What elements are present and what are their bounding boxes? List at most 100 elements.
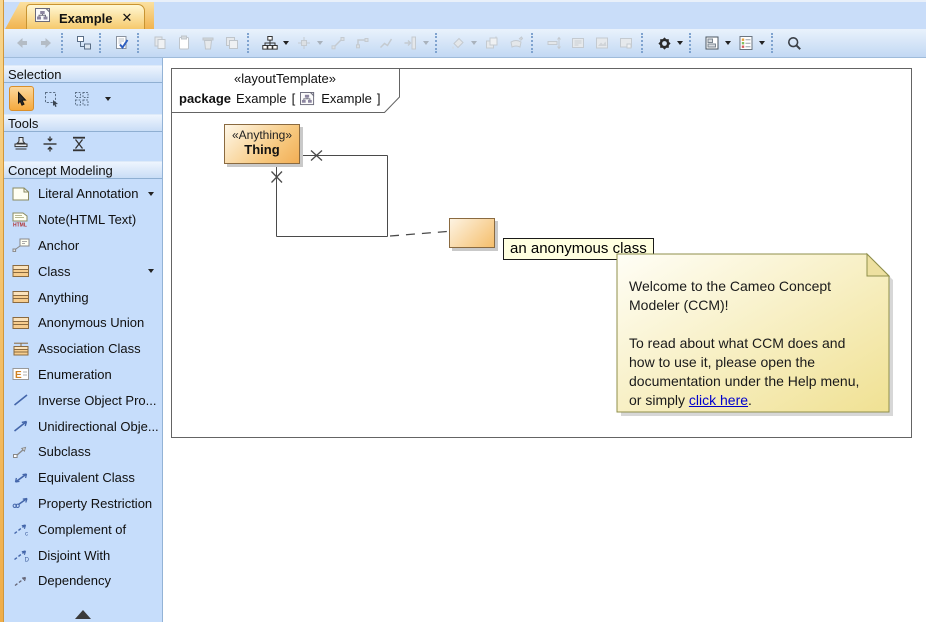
palette-item-unidirectional-object-property[interactable]: Unidirectional Obje... bbox=[4, 413, 162, 439]
anonymous-class-box[interactable] bbox=[449, 218, 495, 248]
align-dropdown[interactable] bbox=[317, 41, 323, 45]
back-button[interactable] bbox=[10, 31, 34, 55]
note-line bbox=[629, 315, 875, 334]
dependency-arrow-icon bbox=[11, 574, 31, 588]
select-in-containment-tree-button[interactable] bbox=[72, 31, 96, 55]
display-options-dropdown[interactable] bbox=[677, 41, 683, 45]
palette-item-anchor[interactable]: Anchor bbox=[4, 233, 162, 259]
class-icon bbox=[11, 290, 31, 304]
palette-item-label: Anonymous Union bbox=[38, 315, 145, 331]
class-thing[interactable]: «Anything» Thing bbox=[224, 124, 300, 164]
palette-item-label: Disjoint With bbox=[38, 547, 111, 563]
insert-image-button[interactable] bbox=[590, 31, 614, 55]
paste-button[interactable] bbox=[172, 31, 196, 55]
duplicate-button[interactable] bbox=[220, 31, 244, 55]
welcome-note[interactable]: Welcome to the Cameo Concept Modeler (CC… bbox=[629, 277, 875, 410]
section-tools[interactable]: Tools bbox=[4, 114, 162, 132]
palette-item-disjoint-with[interactable]: D Disjoint With bbox=[4, 542, 162, 568]
tab-example[interactable]: Example ✕ bbox=[26, 4, 146, 31]
fill-color-button[interactable] bbox=[446, 31, 470, 55]
align-button[interactable] bbox=[292, 31, 316, 55]
legend-dropdown[interactable] bbox=[759, 41, 765, 45]
select-cursor-button[interactable] bbox=[9, 86, 34, 111]
palette-item-label: Complement of bbox=[38, 521, 127, 537]
hierarchic-layout-button[interactable] bbox=[258, 31, 282, 55]
complement-arrow-icon: c bbox=[11, 522, 31, 536]
show-notes-button[interactable] bbox=[566, 31, 590, 55]
palette-item-label: Dependency bbox=[38, 573, 111, 589]
panels-button[interactable] bbox=[700, 31, 724, 55]
tool-palette: Selection Tools Concept Modeling bbox=[4, 58, 163, 622]
palette-item-label: Equivalent Class bbox=[38, 470, 135, 486]
display-options-gear-button[interactable] bbox=[652, 31, 676, 55]
diagram-canvas[interactable]: «layoutTemplate» package Example [ Examp… bbox=[163, 58, 926, 622]
palette-item-subclass[interactable]: Subclass bbox=[4, 439, 162, 465]
palette-item-note-html[interactable]: HTML Note(HTML Text) bbox=[4, 207, 162, 233]
palette-item-label: Note(HTML Text) bbox=[38, 212, 137, 228]
association-class-icon bbox=[11, 342, 31, 356]
diagram-frame-header[interactable]: «layoutTemplate» package Example [ Examp… bbox=[171, 69, 399, 109]
show-screen-button[interactable] bbox=[614, 31, 638, 55]
group-select-button[interactable] bbox=[69, 86, 94, 111]
zoom-search-button[interactable] bbox=[782, 31, 806, 55]
panels-dropdown[interactable] bbox=[725, 41, 731, 45]
swimlane-dropdown[interactable] bbox=[423, 41, 429, 45]
palette-item-label: Inverse Object Pro... bbox=[38, 392, 157, 408]
palette-item-dependency[interactable]: Dependency bbox=[4, 568, 162, 594]
class-dropdown[interactable] bbox=[148, 269, 154, 274]
tools-buttons-row bbox=[4, 132, 162, 161]
palette-item-complement-of[interactable]: c Complement of bbox=[4, 516, 162, 542]
palette-item-association-class[interactable]: Association Class bbox=[4, 336, 162, 362]
palette-item-enumeration[interactable]: E Enumeration bbox=[4, 362, 162, 388]
diagram-icon bbox=[300, 92, 316, 106]
center-vertically-tool-button[interactable] bbox=[41, 135, 59, 158]
palette-item-anonymous-union[interactable]: Anonymous Union bbox=[4, 310, 162, 336]
svg-text:E: E bbox=[15, 370, 22, 381]
line-icon bbox=[11, 393, 31, 407]
direct-line-button[interactable] bbox=[326, 31, 350, 55]
note-line: how to use it, please open the bbox=[629, 354, 816, 370]
palette-scroll-up-button[interactable] bbox=[4, 610, 162, 619]
distribute-vertically-tool-button[interactable] bbox=[70, 135, 88, 158]
literal-annotation-dropdown[interactable] bbox=[148, 191, 154, 196]
section-selection[interactable]: Selection bbox=[4, 65, 162, 83]
palette-item-inverse-object-property[interactable]: Inverse Object Pro... bbox=[4, 387, 162, 413]
anonymous-class-label[interactable]: an anonymous class bbox=[503, 238, 654, 260]
palette-item-class[interactable]: Class bbox=[4, 258, 162, 284]
make-same-size-button[interactable] bbox=[542, 31, 566, 55]
legend-button[interactable] bbox=[734, 31, 758, 55]
check-diagram-button[interactable] bbox=[110, 31, 134, 55]
oblique-line-button[interactable] bbox=[374, 31, 398, 55]
click-here-link[interactable]: click here bbox=[688, 392, 749, 408]
class-icon bbox=[11, 264, 31, 278]
palette-item-label: Enumeration bbox=[38, 366, 112, 382]
close-icon[interactable]: ✕ bbox=[121, 10, 133, 25]
svg-text:c: c bbox=[25, 532, 28, 537]
double-arrow-icon bbox=[11, 471, 31, 485]
concept-modeling-palette: Literal Annotation HTML Note(HTML Text) … bbox=[4, 181, 162, 594]
collapsed-panel-strip[interactable] bbox=[0, 0, 4, 622]
forward-button[interactable] bbox=[34, 31, 58, 55]
delete-button[interactable] bbox=[196, 31, 220, 55]
copy-button[interactable] bbox=[148, 31, 172, 55]
hierarchic-layout-dropdown[interactable] bbox=[283, 41, 289, 45]
stamp-tool-button[interactable] bbox=[12, 135, 30, 158]
fill-color-dropdown[interactable] bbox=[471, 41, 477, 45]
apply-style-button[interactable] bbox=[480, 31, 504, 55]
group-select-dropdown[interactable] bbox=[105, 96, 111, 101]
palette-item-property-restriction[interactable]: Property Restriction bbox=[4, 491, 162, 517]
palette-item-equivalent-class[interactable]: Equivalent Class bbox=[4, 465, 162, 491]
subclass-icon bbox=[11, 445, 31, 459]
rectilinear-line-button[interactable] bbox=[350, 31, 374, 55]
scroll-up-icon bbox=[75, 610, 91, 619]
format-painter-button[interactable] bbox=[504, 31, 528, 55]
diagram-tab-bar: Example ✕ bbox=[0, 0, 926, 31]
toolbar-separator bbox=[61, 33, 67, 53]
welcome-note-shape bbox=[616, 252, 893, 416]
palette-item-anything[interactable]: Anything bbox=[4, 284, 162, 310]
marquee-select-button[interactable] bbox=[39, 86, 64, 111]
swimlane-button[interactable] bbox=[398, 31, 422, 55]
section-concept-modeling[interactable]: Concept Modeling bbox=[4, 161, 162, 179]
arrow-icon bbox=[11, 419, 31, 433]
palette-item-literal-annotation[interactable]: Literal Annotation bbox=[4, 181, 162, 207]
